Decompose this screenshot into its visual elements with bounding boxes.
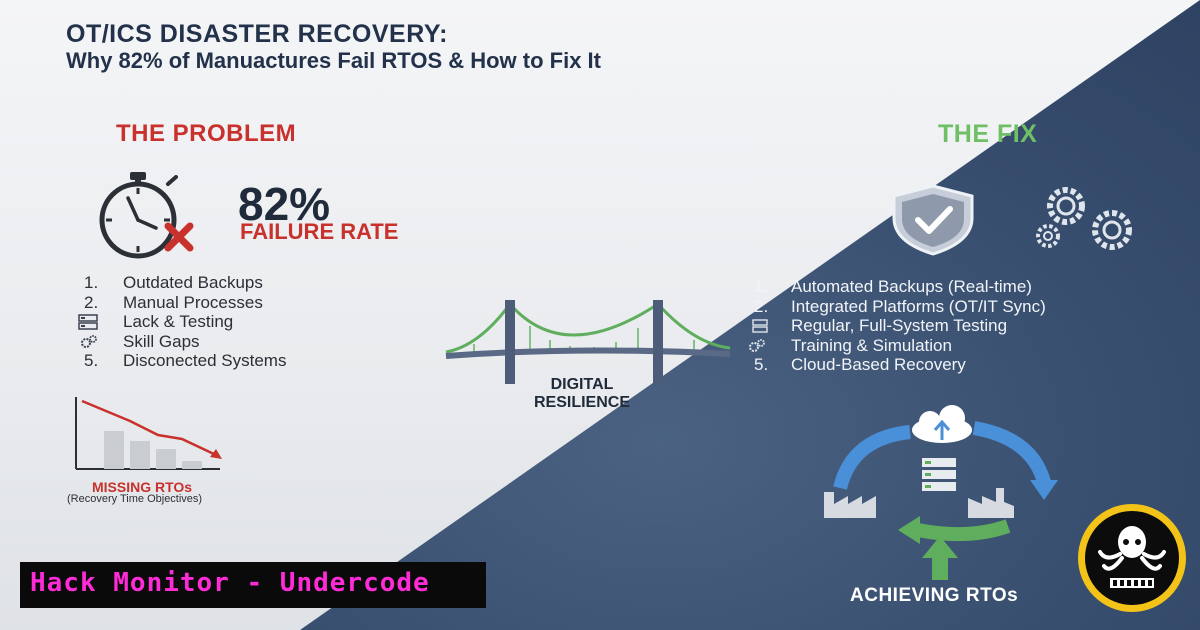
list-item-text: Integrated Platforms (OT/IT Sync) xyxy=(791,296,1046,316)
shield-check-icon xyxy=(892,184,974,256)
list-item-text: Manual Processes xyxy=(123,292,263,312)
achieving-rtos-caption: ACHIEVING RTOs xyxy=(850,585,1019,606)
list-number: 1. xyxy=(754,277,769,296)
list-item-text: Outdated Backups xyxy=(123,273,263,292)
cloud-upload-icon xyxy=(912,405,972,443)
list-item: Regular, Full-System Testing xyxy=(744,316,1184,336)
list-item-text: Disconected Systems xyxy=(123,351,287,370)
page-subtitle: Why 82% of Manuactures Fail RTOS & How t… xyxy=(66,48,601,73)
fix-list: 1. Automated Backups (Real-time) 2. Inte… xyxy=(744,277,1184,375)
digital-resilience-label: DIGITAL RESILIENCE xyxy=(522,376,642,412)
failure-rate-label: FAILURE RATE xyxy=(240,219,399,244)
label-line: RESILIENCE xyxy=(533,394,630,411)
list-item-text: Skill Gaps xyxy=(123,331,200,351)
list-item-text: Training & Simulation xyxy=(791,335,952,355)
branding-banner xyxy=(20,562,486,608)
octopus-logo xyxy=(1078,504,1186,612)
list-item-text: Cloud-Based Recovery xyxy=(791,355,966,374)
failure-rate-value: 82% xyxy=(238,178,331,230)
page-title: OT/ICS DISASTER RECOVERY: xyxy=(66,20,448,48)
factory-icon xyxy=(968,488,1014,518)
list-item-text: Lack & Testing xyxy=(123,312,234,331)
list-item: Skill Gaps xyxy=(72,332,372,352)
stopwatch-icon xyxy=(99,172,194,259)
bridge-icon xyxy=(445,300,731,384)
declining-chart-icon xyxy=(75,397,222,470)
list-item: 5. Disconected Systems xyxy=(72,351,372,371)
missing-rtos-subcaption: (Recovery Time Objectives) xyxy=(67,493,203,505)
list-number: 2. xyxy=(84,292,99,312)
label-line: DIGITAL xyxy=(550,376,614,393)
list-item: 2. Manual Processes xyxy=(72,293,372,313)
server-icon xyxy=(922,458,956,491)
list-item: 5. Cloud-Based Recovery xyxy=(744,355,1184,375)
list-number: 1. xyxy=(84,273,99,292)
list-item: 1. Outdated Backups xyxy=(72,273,372,293)
list-item: Training & Simulation xyxy=(744,336,1184,356)
list-number: 5. xyxy=(754,355,769,374)
list-item-text: Regular, Full-System Testing xyxy=(791,316,1008,335)
list-item: 2. Integrated Platforms (OT/IT Sync) xyxy=(744,297,1184,317)
problem-heading: THE PROBLEM xyxy=(116,120,297,147)
fix-heading: THE FIX xyxy=(938,120,1038,148)
list-number: 5. xyxy=(84,351,99,370)
list-item: Lack & Testing xyxy=(72,312,372,332)
missing-rtos-caption: MISSING RTOs xyxy=(92,479,193,495)
factory-icon xyxy=(824,492,876,518)
gears-icon xyxy=(1036,187,1132,250)
list-item-text: Automated Backups (Real-time) xyxy=(791,277,1032,296)
recovery-cycle-diagram xyxy=(824,405,1058,580)
problem-list: 1. Outdated Backups 2. Manual Processes … xyxy=(72,273,372,371)
list-number: 2. xyxy=(754,296,769,316)
branding-text: Hack Monitor - Undercode xyxy=(30,568,430,598)
list-item: 1. Automated Backups (Real-time) xyxy=(744,277,1184,297)
